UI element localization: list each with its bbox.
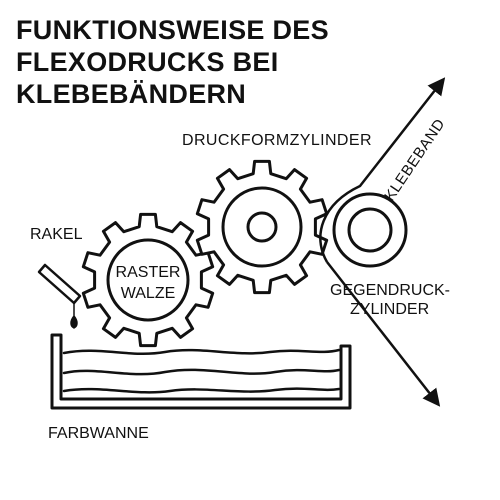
label-farbwanne: FARBWANNE [48, 425, 149, 442]
label-rasterwalze-line1: RASTER [116, 264, 181, 281]
label-klebeband: KLEBEBAND [381, 116, 448, 205]
anilox-gear-outline [81, 212, 215, 348]
page-title: FUNKTIONSWEISE DES FLEXODRUCKS BEI KLEBE… [16, 14, 336, 110]
ink-tray [50, 333, 352, 410]
ink-wave [62, 387, 341, 394]
doctor-blade-body [37, 263, 82, 305]
impression-cylinder [332, 192, 408, 268]
label-rasterwalze-line2: WALZE [121, 285, 176, 302]
ink-tray-outline [50, 333, 352, 410]
plate-cylinder [195, 159, 329, 295]
title-line-1: FUNKTIONSWEISE DES [16, 15, 329, 45]
plate-ring-outer [221, 186, 303, 268]
label-druckformzylinder: DRUCKFORMZYLINDER [182, 132, 372, 149]
ink-wave [62, 348, 341, 355]
impression-ring-outer [332, 192, 408, 268]
anilox-inner-ring [106, 238, 190, 322]
ink-drip [70, 303, 78, 329]
impression-ring-inner [347, 207, 393, 253]
label-gegendruck-line2: ZYLINDER [350, 301, 429, 318]
ink-wave [62, 368, 341, 376]
plate-gear-outline [195, 159, 329, 295]
label-rakel: RAKEL [30, 226, 83, 243]
tape-path [319, 77, 446, 407]
title-line-2: FLEXODRUCKS BEI [16, 47, 279, 77]
tape-arrow [326, 261, 441, 407]
title-line-3: KLEBEBÄNDERN [16, 79, 247, 109]
anilox-roller [81, 212, 215, 348]
label-gegendruck-line1: GEGENDRUCK- [330, 282, 450, 299]
tape-arrow [319, 77, 446, 263]
plate-ring-inner [246, 211, 278, 243]
doctor-blade [37, 263, 82, 329]
